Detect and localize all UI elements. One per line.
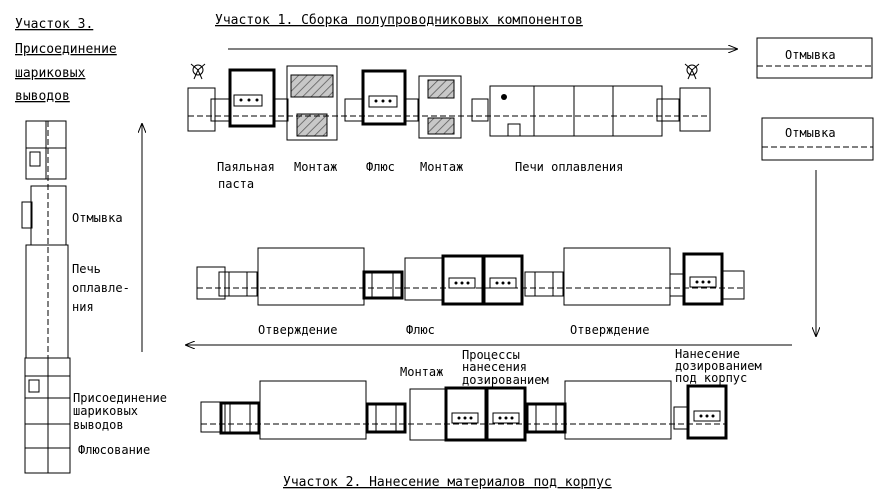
dispenser-6 <box>686 384 728 440</box>
conveyor <box>656 98 680 122</box>
dispenser-5 <box>485 386 527 442</box>
conveyor <box>21 201 33 229</box>
conveyor <box>365 402 407 434</box>
reflow-oven <box>489 85 663 137</box>
label-dispense-line2: нанесения <box>462 360 527 374</box>
label-dispense-line3: дозированием <box>462 373 549 387</box>
conveyor <box>669 273 685 297</box>
label-mount-2: Монтаж <box>420 160 463 174</box>
conveyor <box>673 406 689 430</box>
conveyor <box>218 271 258 297</box>
section3-title-line3: шариковых <box>15 66 86 81</box>
label-underfill-line3: под корпус <box>675 371 747 385</box>
section3-title-line2: Присоединение <box>15 42 117 57</box>
cure-oven-2 <box>563 247 671 306</box>
dispenser-2 <box>482 254 524 306</box>
wash-box-1 <box>756 37 873 79</box>
label-reflow-line3: ния <box>72 300 94 314</box>
oven-panel <box>507 123 521 137</box>
robot-icon <box>684 63 700 80</box>
loader-left <box>200 401 226 433</box>
label-wash-1: Отмывка <box>785 48 836 62</box>
label-paste-line2: паста <box>218 177 254 191</box>
mounter-1 <box>286 65 338 141</box>
label-ball-line2: шариковых <box>73 404 138 418</box>
mounter-1-feeder <box>296 113 328 137</box>
label-underfill-line1: Нанесение <box>675 347 740 361</box>
label-reflow-ovens: Печи оплавления <box>515 160 623 174</box>
conveyor <box>362 270 404 300</box>
flux-unit-middle <box>404 257 444 301</box>
label-reflow-line2: оплавле- <box>72 281 130 295</box>
loader-left <box>187 87 216 132</box>
label-flux-1: Флюс <box>366 160 395 174</box>
middle-line <box>196 247 745 306</box>
conveyor <box>344 98 364 122</box>
section2-line <box>200 380 728 442</box>
label-paste-line1: Паяльная <box>217 160 275 174</box>
robot-icon <box>190 63 206 80</box>
section1-title: Участок 1. Сборка полупроводниковых комп… <box>215 13 583 28</box>
conveyor <box>524 271 564 297</box>
section3-title-line1: Участок 3. <box>15 17 93 32</box>
conveyor <box>210 98 230 122</box>
mounter-2-head <box>427 79 455 99</box>
label-reflow-line1: Печь <box>72 262 101 276</box>
flux-panel <box>368 95 398 108</box>
label-dispense-line1: Процессы <box>462 348 520 362</box>
cure-oven-3 <box>259 380 367 440</box>
wash-box-2 <box>761 117 874 161</box>
mounter-section2 <box>409 388 447 441</box>
conveyor <box>273 98 289 122</box>
loader-left <box>196 266 226 300</box>
cure-oven-1 <box>257 247 365 306</box>
unloader-right <box>679 87 711 132</box>
conveyor <box>403 98 419 122</box>
label-wash-section3: Отмывка <box>72 211 123 225</box>
conveyor <box>471 98 489 122</box>
paste-printer <box>228 68 276 128</box>
label-flux-middle: Флюс <box>406 323 435 337</box>
section1-line <box>187 63 711 141</box>
section3-title-line4: выводов <box>15 89 70 104</box>
mounter-2-feeder <box>427 117 455 135</box>
reflow-unit <box>25 244 69 359</box>
label-cure-1: Отверждение <box>258 323 337 337</box>
label-ball-line3: выводов <box>73 418 124 432</box>
conveyor <box>525 402 567 434</box>
mounter-1-head <box>290 74 334 98</box>
cure-oven-4 <box>564 380 672 440</box>
label-fluxing: Флюсование <box>78 443 150 457</box>
printer-panel <box>233 94 263 107</box>
label-ball-line1: Присоединение <box>73 391 167 405</box>
label-cure-2: Отверждение <box>570 323 649 337</box>
mounter-2 <box>418 75 462 139</box>
label-mount-section2: Монтаж <box>400 365 443 379</box>
label-mount-1: Монтаж <box>294 160 337 174</box>
section3-line <box>21 120 71 474</box>
conveyor <box>219 401 261 435</box>
unloader-right <box>721 270 745 300</box>
flux-unit <box>361 69 407 126</box>
section2-title: Участок 2. Нанесение материалов под корп… <box>283 475 612 490</box>
label-wash-2: Отмывка <box>785 126 836 140</box>
label-underfill-line2: дозированием <box>675 359 762 373</box>
